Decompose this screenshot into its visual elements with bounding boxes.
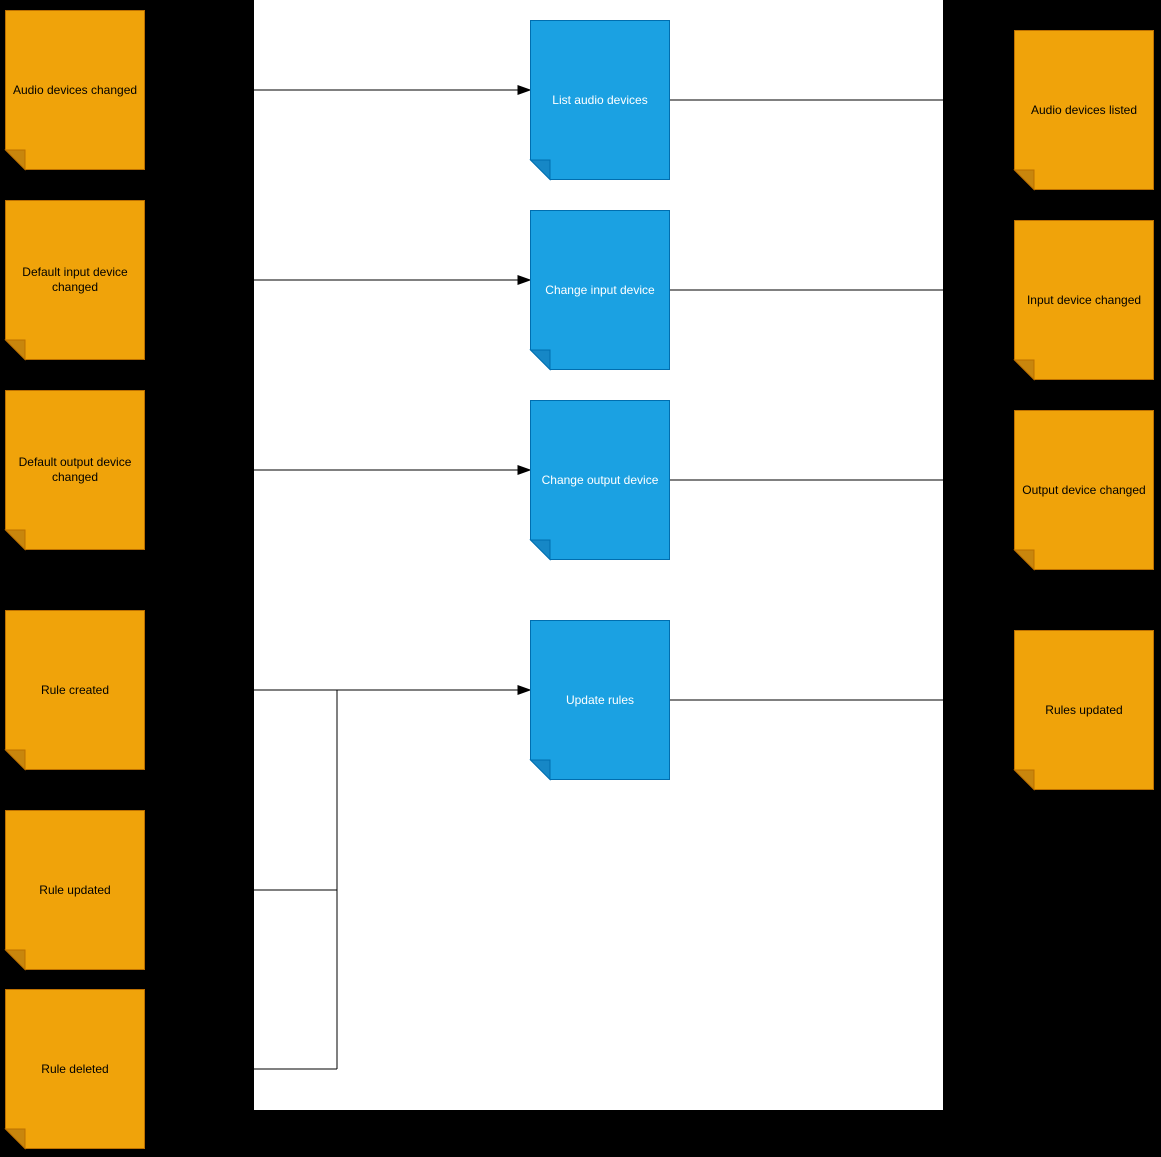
note-label: Output device changed: [1022, 482, 1146, 497]
note-shape: [4, 989, 145, 1150]
event-note-rule-deleted[interactable]: Rule deleted: [4, 989, 145, 1150]
note-label: Rule updated: [39, 882, 111, 897]
event-note-rules-updated[interactable]: Rules updated: [1013, 630, 1154, 791]
note-shape: [4, 610, 145, 771]
event-note-default-input-device-changed[interactable]: Default input device changed: [4, 200, 145, 361]
note-shape: [4, 810, 145, 971]
note-shape: [4, 10, 145, 171]
note-shape: [1013, 30, 1154, 191]
event-note-audio-devices-changed[interactable]: Audio devices changed: [4, 10, 145, 171]
note-label: Change output device: [541, 472, 659, 487]
arrowhead-change-output: [517, 464, 532, 476]
event-note-rule-created[interactable]: Rule created: [4, 610, 145, 771]
action-note-update-rules[interactable]: Update rules: [529, 620, 670, 781]
event-note-input-device-changed[interactable]: Input device changed: [1013, 220, 1154, 381]
note-label: Change input device: [545, 282, 655, 297]
event-note-rule-updated[interactable]: Rule updated: [4, 810, 145, 971]
note-shape: [1013, 410, 1154, 571]
note-label: Default input device changed: [22, 265, 128, 294]
note-label: Rule created: [40, 682, 110, 697]
action-note-change-output-device[interactable]: Change output device: [529, 400, 670, 561]
note-shape: [529, 210, 670, 371]
note-label: Input device changed: [1026, 292, 1142, 307]
note-label: Update rules: [565, 692, 635, 707]
event-note-audio-devices-listed[interactable]: Audio devices listed: [1013, 30, 1154, 191]
arrowhead-list-audio-devices: [517, 84, 532, 96]
note-shape: [1013, 220, 1154, 381]
note-shape: [529, 20, 670, 181]
note-label: Default output device changed: [18, 455, 132, 484]
note-label: Rules updated: [1045, 702, 1123, 717]
note-shape: [529, 400, 670, 561]
note-shape: [1013, 630, 1154, 791]
arrowhead-change-input: [517, 274, 532, 286]
note-shape: [4, 200, 145, 361]
note-shape: [529, 620, 670, 781]
note-label: Audio devices listed: [1030, 102, 1138, 117]
event-note-output-device-changed[interactable]: Output device changed: [1013, 410, 1154, 571]
note-shape: [4, 390, 145, 551]
note-label: List audio devices: [552, 92, 648, 107]
note-label: Rule deleted: [41, 1061, 109, 1076]
action-note-list-audio-devices[interactable]: List audio devices: [529, 20, 670, 181]
note-label: Audio devices changed: [12, 82, 138, 97]
arrowhead-update-rules: [517, 684, 532, 696]
event-note-default-output-device-changed[interactable]: Default output device changed: [4, 390, 145, 551]
action-note-change-input-device[interactable]: Change input device: [529, 210, 670, 371]
